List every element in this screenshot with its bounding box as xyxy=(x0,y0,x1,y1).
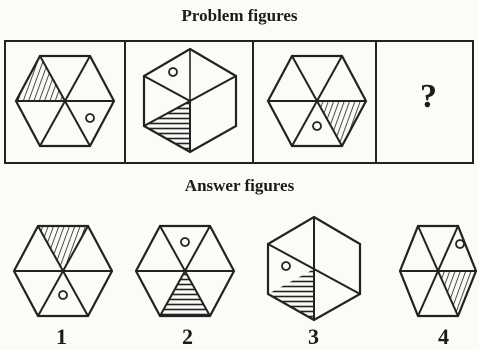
frame-divider-2 xyxy=(252,40,254,164)
answer-label-4: 4 xyxy=(438,324,449,349)
answer-figure-4 xyxy=(398,224,478,318)
problem-figure-1 xyxy=(14,54,116,148)
problem-figure-3 xyxy=(266,54,368,148)
question-mark: ? xyxy=(420,78,437,115)
answer-figure-1 xyxy=(12,224,114,318)
frame-divider-1 xyxy=(124,40,126,164)
answer-label-1: 1 xyxy=(56,324,67,349)
problem-figure-2 xyxy=(142,47,238,154)
answer-label-2: 2 xyxy=(182,324,193,349)
problem-figures-title: Problem figures xyxy=(181,6,298,25)
answer-figure-2 xyxy=(134,224,236,318)
answer-label-3: 3 xyxy=(308,324,319,349)
frame-divider-3 xyxy=(375,40,377,164)
problem-figures-frame xyxy=(4,40,474,164)
answer-figures-title: Answer figures xyxy=(184,176,295,195)
answer-figure-3 xyxy=(266,215,362,322)
